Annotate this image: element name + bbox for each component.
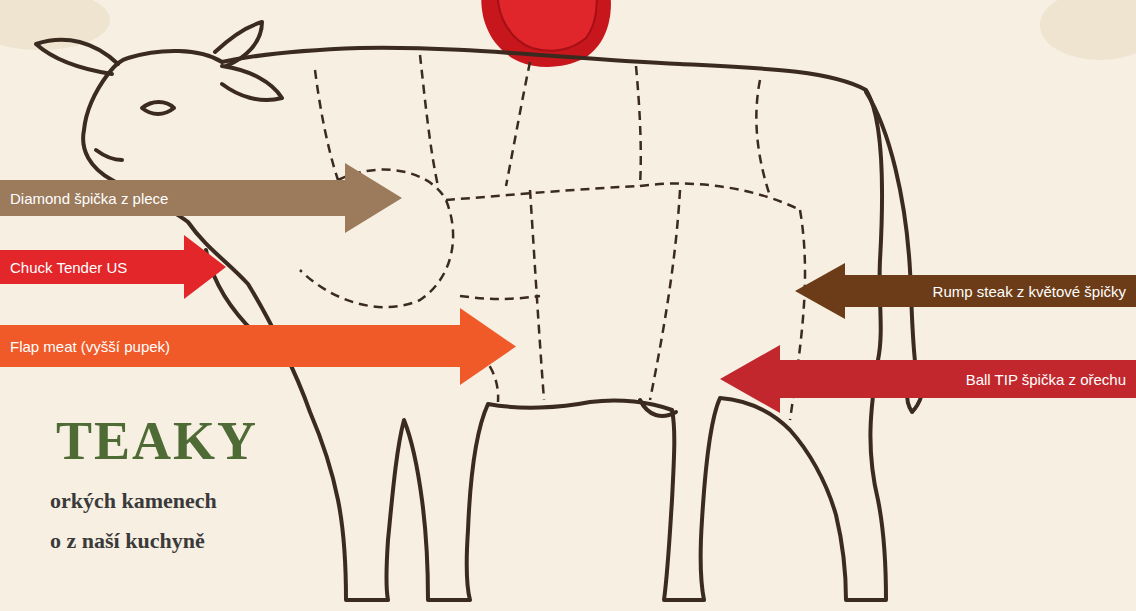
cut-arrow-label: Diamond špička z plece [0,163,402,233]
subtitle-text: orkých kamenech [50,488,217,513]
cut-name: Chuck Tender US [10,259,127,276]
arrow-text-box: Rump steak z květové špičky [933,275,1126,307]
arrow-fill [0,308,516,385]
arrow-text-box: Chuck Tender US [10,250,127,284]
subtitle-line: orkých kamenech [50,488,217,514]
menu-heading: TEAKY [56,410,258,472]
arrow-fill [795,263,1136,319]
arrow-text-box: Ball TIP špička z ořechu [966,360,1126,398]
arrow-text-box: Diamond špička z plece [10,180,168,216]
cow-outline [36,22,924,600]
arrow-fill [0,235,226,299]
cut-arrow-label: Flap meat (vyšší pupek) [0,308,516,385]
cut-arrow-label: Ball TIP špička z ořechu [720,345,1136,413]
arrow-text-box: Flap meat (vyšší pupek) [10,325,170,367]
cut-name: Flap meat (vyšší pupek) [10,338,170,355]
cut-name: Ball TIP špička z ořechu [966,371,1126,388]
subtitle-text: o z naší kuchyně [50,528,205,553]
cut-name: Rump steak z květové špičky [933,283,1126,300]
title-text: TEAKY [56,411,258,471]
subtitle-line: o z naší kuchyně [50,528,205,554]
arrow-fill [0,163,402,233]
cut-arrow-label: Chuck Tender US [0,235,226,299]
cut-name: Diamond špička z plece [10,190,168,207]
cut-arrow-label: Rump steak z květové špičky [795,263,1136,319]
arrow-fill [720,345,1136,413]
